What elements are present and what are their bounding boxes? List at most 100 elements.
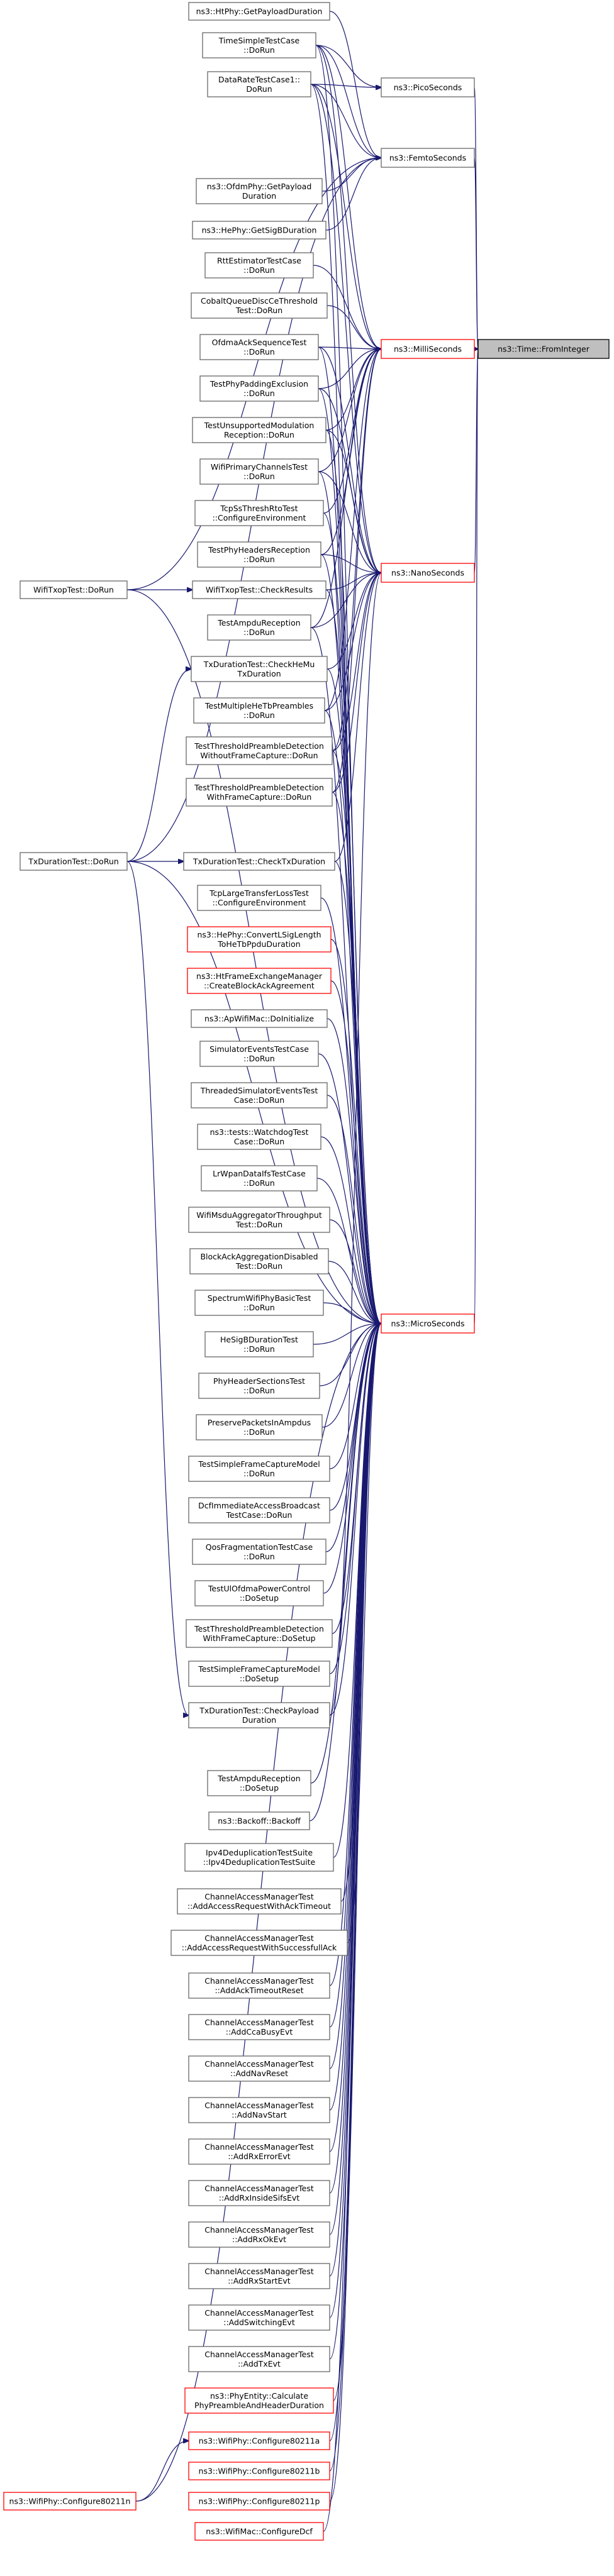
node-camAckTimeoutReset[interactable]: ChannelAccessManagerTest::AddAckTimeoutR… bbox=[188, 1972, 330, 1999]
node-box bbox=[177, 1888, 342, 1915]
node-layer: ns3::Time::FromIntegerns3::PicoSecondsns… bbox=[3, 2, 610, 2541]
node-milli[interactable]: ns3::MilliSeconds bbox=[381, 339, 475, 359]
node-label: TcpLargeTransferLossTest bbox=[209, 888, 309, 898]
node-backoff[interactable]: ns3::Backoff::Backoff bbox=[208, 1811, 310, 1830]
node-box bbox=[183, 852, 335, 871]
node-multiHeTb[interactable]: TestMultipleHeTbPreambles::DoRun bbox=[193, 697, 325, 724]
node-dataRate[interactable]: DataRateTestCase1::DoRun bbox=[207, 71, 311, 97]
node-ipv4Dedup[interactable]: Ipv4DeduplicationTestSuite::Ipv4Deduplic… bbox=[184, 1843, 334, 1872]
node-cfg80211p[interactable]: ns3::WifiPhy::Configure80211p bbox=[188, 2492, 330, 2511]
node-label: ns3::WifiPhy::Configure80211b bbox=[199, 2467, 320, 2476]
node-tcpSs[interactable]: TcpSsThreshRtoTest::ConfigureEnvironment bbox=[194, 500, 324, 526]
node-checkTxDur[interactable]: TxDurationTest::CheckTxDuration bbox=[183, 852, 335, 871]
node-wifiTxopCheck[interactable]: WifiTxopTest::CheckResults bbox=[192, 580, 327, 599]
node-lrWpan[interactable]: LrWpanDataIfsTestCase::DoRun bbox=[201, 1165, 318, 1191]
node-qosFrag[interactable]: QosFragmentationTestCase::DoRun bbox=[192, 1539, 327, 1565]
node-box bbox=[197, 885, 321, 911]
node-camNavStart[interactable]: ChannelAccessManagerTest::AddNavStart bbox=[188, 2097, 330, 2123]
node-spectrumWifi[interactable]: SpectrumWifiPhyBasicTest::DoRun bbox=[194, 1290, 324, 1316]
node-phyEntity[interactable]: ns3::PhyEntity::CalculatePhyPreambleAndH… bbox=[184, 2387, 334, 2414]
node-phyPadding[interactable]: TestPhyPaddingExclusion::DoRun bbox=[199, 375, 319, 402]
node-label: ns3::Time::FromInteger bbox=[498, 345, 590, 354]
node-cfg80211n[interactable]: ns3::WifiPhy::Configure80211n bbox=[3, 2492, 137, 2511]
node-camRxInsideSifs[interactable]: ChannelAccessManagerTest::AddRxInsideSif… bbox=[188, 2180, 330, 2206]
node-label: ChannelAccessManagerTest bbox=[204, 2184, 314, 2193]
node-dcfImmediate[interactable]: DcfImmediateAccessBroadcastTestCase::DoR… bbox=[188, 1497, 330, 1523]
node-label: ::ConfigureEnvironment bbox=[213, 898, 306, 907]
node-label: LrWpanDataIfsTestCase bbox=[213, 1169, 306, 1178]
node-box bbox=[194, 500, 324, 526]
node-apWifiMac[interactable]: ns3::ApWifiMac::DoInitialize bbox=[191, 1009, 328, 1028]
node-wifiTxopRun[interactable]: WifiTxopTest::DoRun bbox=[20, 580, 128, 599]
node-micro[interactable]: ns3::MicroSeconds bbox=[381, 1313, 475, 1334]
node-ampduRecRun[interactable]: TestAmpduReception::DoRun bbox=[207, 614, 311, 641]
node-box bbox=[381, 563, 475, 583]
node-fromInteger[interactable]: ns3::Time::FromInteger bbox=[477, 339, 610, 359]
node-heConvert[interactable]: ns3::HePhy::ConvertLSigLengthToHeTbPpduD… bbox=[187, 926, 332, 953]
node-timeSimple[interactable]: TimeSimpleTestCase::DoRun bbox=[202, 32, 316, 58]
node-simEvents[interactable]: SimulatorEventsTestCase::DoRun bbox=[199, 1041, 319, 1067]
node-label: WithoutFrameCapture::DoRun bbox=[200, 751, 318, 760]
node-wifiPrimary[interactable]: WifiPrimaryChannelsTest::DoRun bbox=[199, 458, 319, 485]
node-label: ChannelAccessManagerTest bbox=[204, 2059, 314, 2069]
node-threshWithSetup[interactable]: TestThresholdPreambleDetectionWithFrameC… bbox=[186, 1619, 333, 1648]
node-label: ::AddSwitchingEvt bbox=[223, 2318, 295, 2327]
node-label: TimeSimpleTestCase bbox=[218, 36, 300, 45]
node-label: ::AddAccessRequestWithSuccessfullAck bbox=[182, 1943, 337, 1952]
node-configureDcf[interactable]: ns3::WifiMac::ConfigureDcf bbox=[194, 2522, 324, 2541]
edge-wifiPrimary-to-nano bbox=[318, 471, 381, 573]
node-threshWithout[interactable]: TestThresholdPreambleDetectionWithoutFra… bbox=[186, 736, 333, 765]
node-camAckTimeout[interactable]: ChannelAccessManagerTest::AddAccessReque… bbox=[177, 1888, 342, 1915]
edge-unsupMod-to-micro bbox=[325, 429, 381, 1324]
node-camRxError[interactable]: ChannelAccessManagerTest::AddRxErrorEvt bbox=[188, 2138, 330, 2165]
node-unsupMod[interactable]: TestUnsupportedModulationReception::DoRu… bbox=[192, 417, 327, 443]
node-label: ::DoRun bbox=[243, 1054, 275, 1063]
node-label: TestPhyPaddingExclusion bbox=[209, 379, 308, 389]
node-htGetPayload[interactable]: ns3::HtPhy::GetPayloadDuration bbox=[188, 2, 330, 21]
node-pico[interactable]: ns3::PicoSeconds bbox=[381, 77, 475, 97]
node-txDurRun[interactable]: TxDurationTest::DoRun bbox=[20, 852, 128, 871]
edge-nano-to-fromInteger bbox=[474, 349, 478, 573]
node-ofdmaAck[interactable]: OfdmaAckSequenceTest::DoRun bbox=[199, 334, 319, 360]
node-nano[interactable]: ns3::NanoSeconds bbox=[381, 563, 475, 583]
node-camTx[interactable]: ChannelAccessManagerTest::AddTxEvt bbox=[188, 2346, 330, 2372]
node-camRxOk[interactable]: ChannelAccessManagerTest::AddRxOkEvt bbox=[188, 2221, 330, 2248]
node-phyHeaderSections[interactable]: PhyHeaderSectionsTest::DoRun bbox=[198, 1373, 320, 1399]
node-femto[interactable]: ns3::FemtoSeconds bbox=[381, 148, 475, 168]
node-camCcaBusy[interactable]: ChannelAccessManagerTest::AddCcaBusyEvt bbox=[188, 2014, 330, 2040]
node-threshWith[interactable]: TestThresholdPreambleDetectionWithFrameC… bbox=[186, 778, 333, 807]
node-htFrameEx[interactable]: ns3::HtFrameExchangeManager::CreateBlock… bbox=[187, 968, 332, 994]
edge-pico-to-fromInteger bbox=[474, 87, 478, 349]
node-simpleFrameRun[interactable]: TestSimpleFrameCaptureModel::DoRun bbox=[188, 1456, 330, 1482]
node-cfg80211a[interactable]: ns3::WifiPhy::Configure80211a bbox=[188, 2431, 330, 2450]
node-ulOfdma[interactable]: TestUlOfdmaPowerControl::DoSetup bbox=[194, 1580, 324, 1606]
node-camSuccessfulAck[interactable]: ChannelAccessManagerTest::AddAccessReque… bbox=[170, 1930, 348, 1956]
node-camRxStart[interactable]: ChannelAccessManagerTest::AddRxStartEvt bbox=[188, 2263, 330, 2289]
node-box bbox=[188, 2, 330, 21]
node-preservePackets[interactable]: PreservePacketsInAmpdus::DoRun bbox=[196, 1414, 323, 1440]
node-tcpLarge[interactable]: TcpLargeTransferLossTest::ConfigureEnvir… bbox=[197, 885, 321, 911]
node-heSigB[interactable]: HeSigBDurationTest::DoRun bbox=[204, 1331, 314, 1357]
node-simpleFrameSetup[interactable]: TestSimpleFrameCaptureModel::DoSetup bbox=[188, 1661, 330, 1687]
node-box bbox=[188, 2492, 330, 2511]
node-ofdmGetPayload[interactable]: ns3::OfdmPhy::GetPayloadDuration bbox=[196, 178, 323, 204]
node-rttEst[interactable]: RttEstimatorTestCase::DoRun bbox=[204, 252, 314, 279]
node-cfg80211b[interactable]: ns3::WifiPhy::Configure80211b bbox=[188, 2462, 330, 2480]
edge-wifiTxopCheck-to-nano bbox=[325, 573, 381, 590]
node-box bbox=[188, 2097, 330, 2123]
node-label: ::AddCcaBusyEvt bbox=[226, 2027, 293, 2037]
node-camNavReset[interactable]: ChannelAccessManagerTest::AddNavReset bbox=[188, 2055, 330, 2082]
node-camSwitching[interactable]: ChannelAccessManagerTest::AddSwitchingEv… bbox=[188, 2304, 330, 2331]
node-phyHeaders[interactable]: TestPhyHeadersReception::DoRun bbox=[197, 541, 321, 568]
node-heGetSigB[interactable]: ns3::HePhy::GetSigBDuration bbox=[192, 221, 327, 240]
node-ampduRecSetup[interactable]: TestAmpduReception::DoSetup bbox=[207, 1770, 311, 1796]
edge-ulOfdma-to-micro bbox=[323, 1324, 381, 1594]
node-label: ::DoSetup bbox=[240, 1783, 279, 1793]
